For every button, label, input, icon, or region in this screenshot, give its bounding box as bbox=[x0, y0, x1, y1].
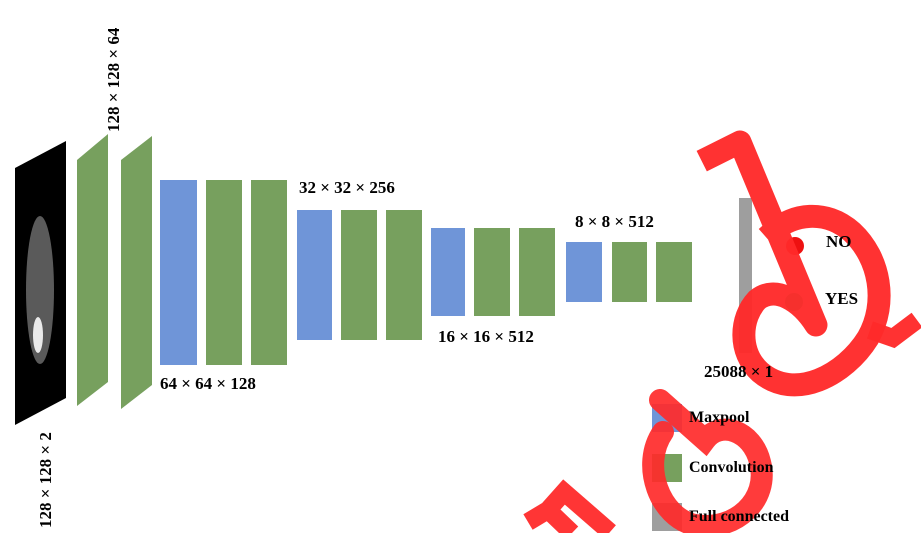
red-scribble-tick bbox=[867, 312, 921, 349]
legend-full-connected-label: Full connected bbox=[689, 508, 789, 525]
block4-size-label: 16 × 16 × 512 bbox=[438, 327, 534, 346]
fc-size-label: 25088 × 1 bbox=[704, 362, 774, 381]
conv-layer-5b bbox=[656, 242, 692, 302]
conv1-size-label: 128 × 128 × 64 bbox=[104, 27, 123, 132]
legend-maxpool-label: Maxpool bbox=[689, 409, 750, 426]
output-no-label: NO bbox=[826, 232, 852, 251]
conv-layer-3a bbox=[341, 210, 377, 340]
conv-layer-4a bbox=[474, 228, 510, 316]
maxpool-layer-4 bbox=[431, 228, 465, 316]
conv-layer-1a bbox=[77, 134, 108, 406]
red-arrow-overlay bbox=[523, 479, 616, 533]
maxpool-layer-2 bbox=[160, 180, 197, 365]
maxpool-layer-3 bbox=[297, 210, 332, 340]
input-size-label: 128 × 128 × 2 bbox=[36, 432, 55, 528]
conv-layer-1b bbox=[121, 136, 152, 409]
block3-size-label: 32 × 32 × 256 bbox=[299, 178, 395, 197]
maxpool-layer-5 bbox=[566, 242, 602, 302]
conv-layer-2a bbox=[206, 180, 242, 365]
conv-layer-3b bbox=[386, 210, 422, 340]
legend-convolution-label: Convolution bbox=[689, 459, 774, 476]
conv-layer-4b bbox=[519, 228, 555, 316]
red-scribble-overlay bbox=[696, 130, 891, 397]
conv-layer-5a bbox=[612, 242, 647, 302]
conv-layer-2b bbox=[251, 180, 287, 365]
output-yes-label: YES bbox=[825, 289, 859, 308]
brain-scan bbox=[26, 216, 54, 364]
brain-lesion bbox=[33, 317, 43, 353]
block2-size-label: 64 × 64 × 128 bbox=[160, 374, 256, 393]
block5-size-label: 8 × 8 × 512 bbox=[575, 212, 654, 231]
red-oval-overlay bbox=[642, 389, 773, 533]
